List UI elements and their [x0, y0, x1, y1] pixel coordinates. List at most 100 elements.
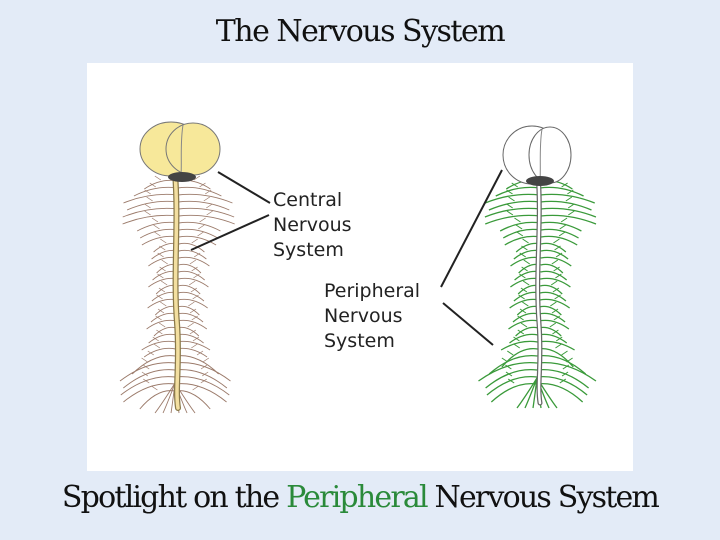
- right-nerve-twig: [552, 287, 560, 293]
- right-nerve-twig: [521, 245, 528, 251]
- left-nerve-twig: [199, 217, 206, 223]
- right-nerve-branch: [540, 214, 597, 225]
- left-nerve-twig: [151, 385, 158, 391]
- pns-label-line-1: Peripheral: [324, 280, 421, 302]
- right-nerve-branch: [537, 347, 574, 368]
- right-nerve-branch: [536, 375, 588, 396]
- left-nerve-branch: [178, 235, 217, 246]
- right-nerve-root: [516, 377, 538, 409]
- nervous-system-diagram: Central Nervous System Peripheral Nervou…: [87, 63, 633, 471]
- left-nerve-twig: [152, 336, 159, 342]
- right-nerve-branch: [540, 277, 571, 288]
- left-nerve-twig: [160, 280, 168, 286]
- left-nerve-twig: [191, 315, 198, 321]
- right-nerve-branch: [488, 200, 541, 211]
- right-nerve-twig: [519, 273, 526, 279]
- left-nerve-twig: [189, 259, 197, 265]
- pns-label: Peripheral Nervous System: [324, 279, 420, 354]
- right-nerve-twig: [554, 245, 561, 251]
- left-nerve-twig: [153, 224, 160, 230]
- left-spinal-cord-fill: [173, 171, 180, 410]
- right-nerve-branch: [484, 193, 541, 204]
- left-nerve-twig: [206, 210, 213, 216]
- left-nerve-twig: [155, 315, 162, 321]
- left-nerve-branch: [120, 376, 176, 396]
- right-nerve-twig: [551, 308, 559, 314]
- left-nerve-branch: [178, 228, 218, 239]
- right-nerve-twig: [506, 203, 513, 209]
- right-nerve-branch: [500, 340, 538, 351]
- left-nerve-twig: [146, 196, 153, 202]
- right-nerve-branch: [540, 263, 564, 274]
- right-nerve-branch: [539, 298, 571, 309]
- cns-label-line-1: Central: [273, 189, 343, 211]
- left-nerve-branch: [178, 249, 207, 260]
- slide-title: The Nervous System: [215, 14, 506, 49]
- left-nerve-branch: [141, 340, 176, 351]
- left-nerve-twig: [144, 189, 151, 195]
- right-nerve-twig: [508, 196, 515, 202]
- left-nerve-branch: [123, 369, 176, 389]
- left-nerve-twig: [159, 266, 166, 272]
- right-nerve-branch: [486, 375, 538, 396]
- left-brain: [139, 121, 221, 182]
- right-nerve-twig: [522, 238, 529, 244]
- cns-label-line-3: System: [273, 239, 344, 261]
- left-nerve-twig: [189, 308, 197, 314]
- right-nerve-twig: [559, 224, 567, 230]
- left-nerve-twig: [144, 203, 151, 209]
- right-nerve-twig: [518, 294, 525, 300]
- right-nerve-branch: [508, 319, 539, 330]
- right-nerve-twig: [505, 364, 512, 370]
- left-nerve-twig: [193, 252, 201, 258]
- pns-label-line-3: System: [324, 330, 395, 352]
- right-nerve-twig: [522, 280, 530, 286]
- right-nerve-twig: [565, 196, 573, 202]
- right-nerve-twig: [519, 308, 527, 314]
- left-nerve-root: [154, 382, 176, 414]
- left-nerve-branch: [148, 333, 177, 344]
- right-nerve-branch: [515, 326, 539, 337]
- diagram-svg: [119, 121, 597, 414]
- right-spinal-cord-fill: [536, 171, 542, 405]
- left-nerve-branch: [178, 263, 202, 274]
- left-nerve-twig: [144, 210, 151, 216]
- right-nerve-twig: [552, 329, 559, 335]
- right-nerve-twig: [555, 252, 563, 258]
- right-nerve-twig: [555, 336, 563, 342]
- right-nerve-branch: [537, 361, 597, 382]
- right-nerve-twig: [523, 259, 531, 265]
- right-nerve-root: [532, 377, 538, 409]
- left-nerve-twig: [188, 301, 195, 307]
- right-nerve-twig: [507, 378, 515, 384]
- left-nerve-branch: [177, 298, 208, 309]
- left-nerve-twig: [157, 273, 164, 279]
- right-nerve-branch: [540, 200, 592, 211]
- right-nerve-branch: [501, 347, 538, 368]
- left-nerve-branch: [139, 390, 176, 410]
- right-brain: [502, 125, 572, 186]
- right-nerve-twig: [561, 182, 568, 188]
- left-nerve-twig: [158, 287, 166, 293]
- left-nerve-twig: [204, 189, 212, 195]
- left-nerve-twig: [196, 350, 204, 356]
- left-nerve-branch: [177, 291, 205, 302]
- right-nerve-twig: [550, 280, 558, 286]
- left-nerve-twig: [193, 273, 200, 279]
- right-nerve-branch: [540, 221, 582, 232]
- left-nerve-twig: [141, 357, 148, 363]
- right-nerve-branch: [484, 207, 541, 218]
- slide-subtitle: Spotlight on the Peripheral Nervous Syst…: [0, 480, 720, 515]
- left-nerve-twig: [154, 175, 162, 181]
- left-nerve-twig: [157, 252, 164, 258]
- left-nerve-twig: [188, 280, 196, 286]
- right-nerve-branch: [509, 333, 539, 344]
- cns-label-line-2: Nervous: [273, 214, 352, 236]
- right-nerve-branch: [539, 305, 562, 316]
- right-nerve-branch: [540, 242, 567, 253]
- right-nerve-twig: [562, 364, 570, 370]
- left-nerve-twig: [156, 294, 163, 300]
- right-nerve-twig: [553, 315, 561, 321]
- left-nerve-twig: [206, 203, 213, 209]
- left-nerve-twig: [198, 224, 205, 230]
